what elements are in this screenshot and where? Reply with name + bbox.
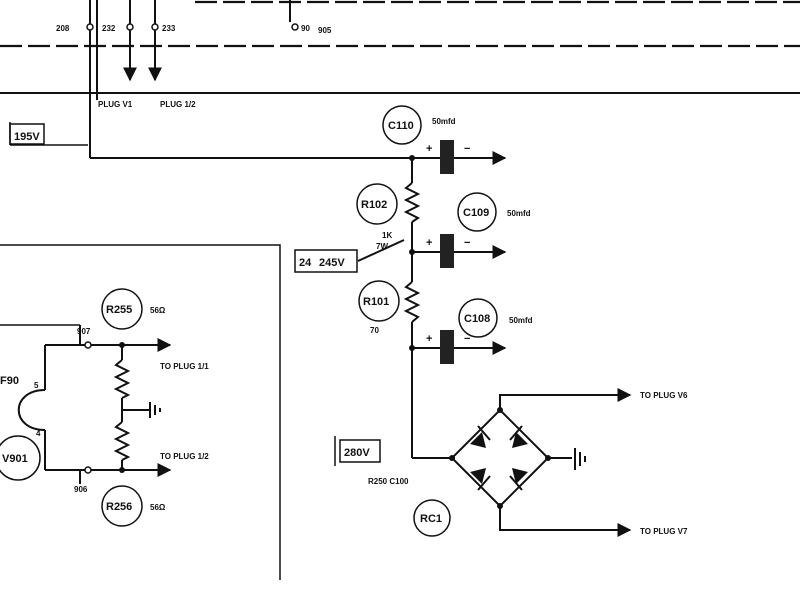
r102-value1: 1K xyxy=(382,231,392,240)
r102-value2: 7W xyxy=(376,242,388,251)
c109-ref: C109 xyxy=(463,207,489,219)
pin-label-233: 233 xyxy=(162,24,176,33)
svg-text:+: + xyxy=(426,333,432,345)
filter-chain: + − + − + − 24 245V xyxy=(294,140,507,459)
capacitor-c108-symbol xyxy=(440,330,454,364)
r101-value: 70 xyxy=(370,326,379,335)
pin-label-208: 208 xyxy=(56,24,70,33)
top-bus xyxy=(0,0,800,94)
r255-value: 56Ω xyxy=(150,306,166,315)
r102-ref: R102 xyxy=(361,199,387,211)
voltage-box-195v: 195V xyxy=(9,122,88,146)
diode-2 xyxy=(509,425,528,448)
pin-label-905: 905 xyxy=(318,26,332,35)
v901-label: V901 xyxy=(2,453,28,465)
component-labels: C110 50mfd C109 50mfd C108 50mfd R102 1K… xyxy=(356,105,533,338)
node-907: 907 xyxy=(77,327,91,336)
to-plug-1-1-label: TO PLUG 1/1 xyxy=(160,362,209,371)
c109-value: 50mfd xyxy=(507,209,531,218)
svg-text:−: − xyxy=(464,333,470,345)
c108-ref: C108 xyxy=(464,313,490,325)
plug-v1-label: PLUG V1 xyxy=(98,100,133,109)
to-plug-v6-label: TO PLUG V6 xyxy=(640,391,688,400)
r255-ref: R255 xyxy=(106,304,132,316)
top-connectors: 208 232 233 90 905 PLUG V1 PLUG 1/2 xyxy=(56,0,332,158)
node-906: 906 xyxy=(74,485,88,494)
c108-value: 50mfd xyxy=(509,316,533,325)
svg-text:+: + xyxy=(426,143,432,155)
left-section: 907 F90 5 4 V901 906 R255 56Ω R256 56 xyxy=(0,244,281,580)
bridge-rectifier-rc1: RC1 TO PLUG V6 TO PLUG V7 xyxy=(413,388,688,537)
svg-text:−: − xyxy=(464,143,470,155)
capacitor-c109-symbol xyxy=(440,234,454,268)
c110-value: 50mfd xyxy=(432,117,456,126)
diode-1 xyxy=(470,425,491,448)
capacitor-c110-symbol xyxy=(440,140,454,174)
to-plug-v7-label: TO PLUG V7 xyxy=(640,527,688,536)
resistor-r255-symbol xyxy=(113,359,131,399)
voltage-24-label: 24 xyxy=(299,257,312,269)
diode-3 xyxy=(470,468,491,491)
r256-value: 56Ω xyxy=(150,503,166,512)
pin-label-232: 232 xyxy=(102,24,116,33)
resistor-r102-symbol xyxy=(403,182,421,223)
c110-ref: C110 xyxy=(388,120,414,132)
resistor-r256-symbol xyxy=(113,421,131,461)
f90-label: F90 xyxy=(0,375,19,387)
v901-pin: 4 xyxy=(36,429,41,438)
pin-label-90: 90 xyxy=(301,24,310,33)
voltage-245v-label: 245V xyxy=(319,257,345,269)
bridge-feed-label: R250 C100 xyxy=(368,477,409,486)
voltage-280v-label: 280V xyxy=(344,447,370,459)
svg-text:+: + xyxy=(426,237,432,249)
r256-ref: R256 xyxy=(106,501,132,513)
plug-v2-label: PLUG 1/2 xyxy=(160,100,196,109)
rc1-ref: RC1 xyxy=(420,513,442,525)
svg-text:−: − xyxy=(464,237,470,249)
f90-pin: 5 xyxy=(34,381,39,390)
to-plug-1-2-label: TO PLUG 1/2 xyxy=(160,452,209,461)
ground-icon xyxy=(574,448,586,470)
resistor-r101-symbol xyxy=(403,281,421,323)
r101-ref: R101 xyxy=(363,296,389,308)
voltage-195v-label: 195V xyxy=(14,131,40,143)
voltage-box-245v xyxy=(294,249,358,273)
ground-icon-left xyxy=(149,402,161,418)
voltage-box-280v: 280V R250 C100 xyxy=(334,436,409,486)
diode-4 xyxy=(509,468,528,491)
